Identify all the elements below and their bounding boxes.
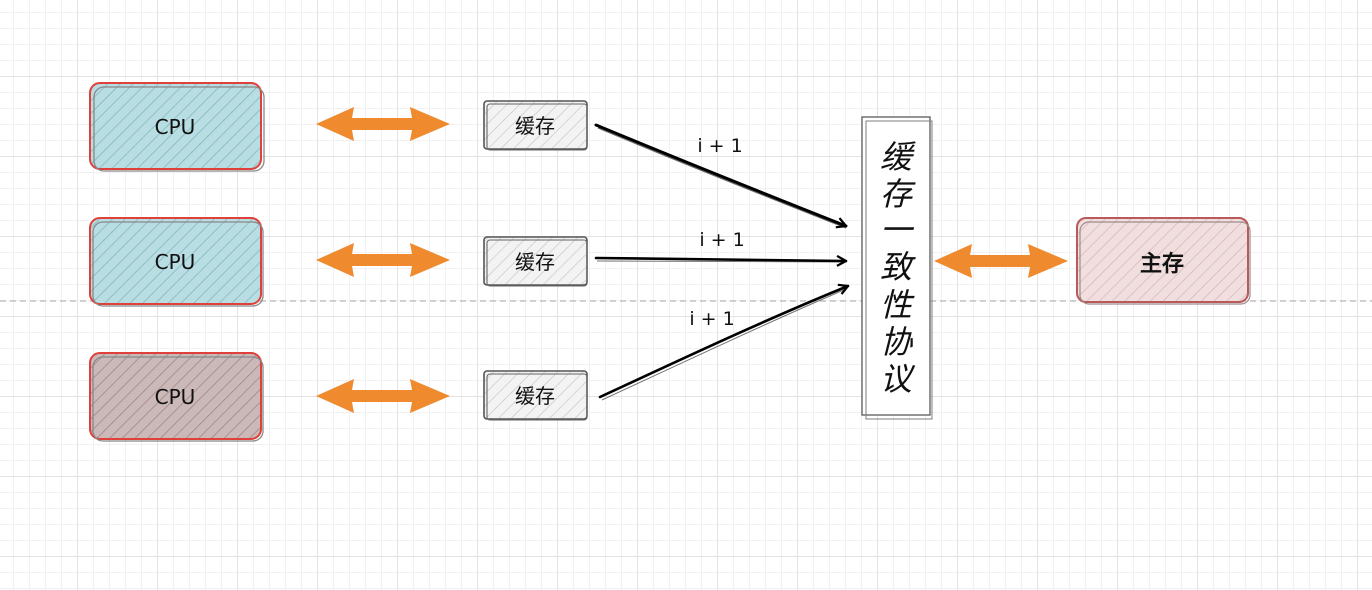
cache-node[interactable]: 缓存 xyxy=(483,236,588,287)
cpu-label: CPU xyxy=(155,385,196,409)
double-arrow xyxy=(316,379,450,413)
edge-label: i + 1 xyxy=(697,135,742,157)
edge-arrow xyxy=(594,254,848,267)
protocol-char: 议 xyxy=(880,360,916,398)
cpu-node[interactable]: CPU xyxy=(89,352,264,442)
cache-label: 缓存 xyxy=(515,250,555,274)
cpu-label: CPU xyxy=(155,250,196,274)
protocol-char: 性 xyxy=(880,286,915,324)
main-memory-label: 主存 xyxy=(1140,251,1184,277)
cpu-label: CPU xyxy=(155,115,196,139)
double-arrow xyxy=(316,107,450,141)
protocol-char: 存 xyxy=(880,175,916,213)
cache-node[interactable]: 缓存 xyxy=(483,100,588,151)
cache-label: 缓存 xyxy=(515,114,555,138)
edge-label: i + 1 xyxy=(689,308,734,330)
cpu-node[interactable]: CPU xyxy=(89,82,265,172)
cpu-node[interactable]: CPU xyxy=(89,217,264,307)
protocol-char: 协 xyxy=(880,323,913,361)
cache-node[interactable]: 缓存 xyxy=(483,370,588,421)
edge-arrow xyxy=(594,123,848,229)
main-memory-node[interactable]: 主存 xyxy=(1076,217,1251,305)
double-arrow xyxy=(316,243,450,277)
protocol-char: 缓 xyxy=(880,138,916,176)
protocol-char: 一 xyxy=(880,211,915,249)
coherence-protocol-node[interactable]: 缓 存 一 致 性 协 议 xyxy=(861,116,933,420)
protocol-char: 致 xyxy=(880,248,916,286)
cache-label: 缓存 xyxy=(515,384,555,408)
double-arrow xyxy=(934,244,1068,278)
edge-label: i + 1 xyxy=(699,229,744,251)
edge-arrow xyxy=(598,283,850,401)
